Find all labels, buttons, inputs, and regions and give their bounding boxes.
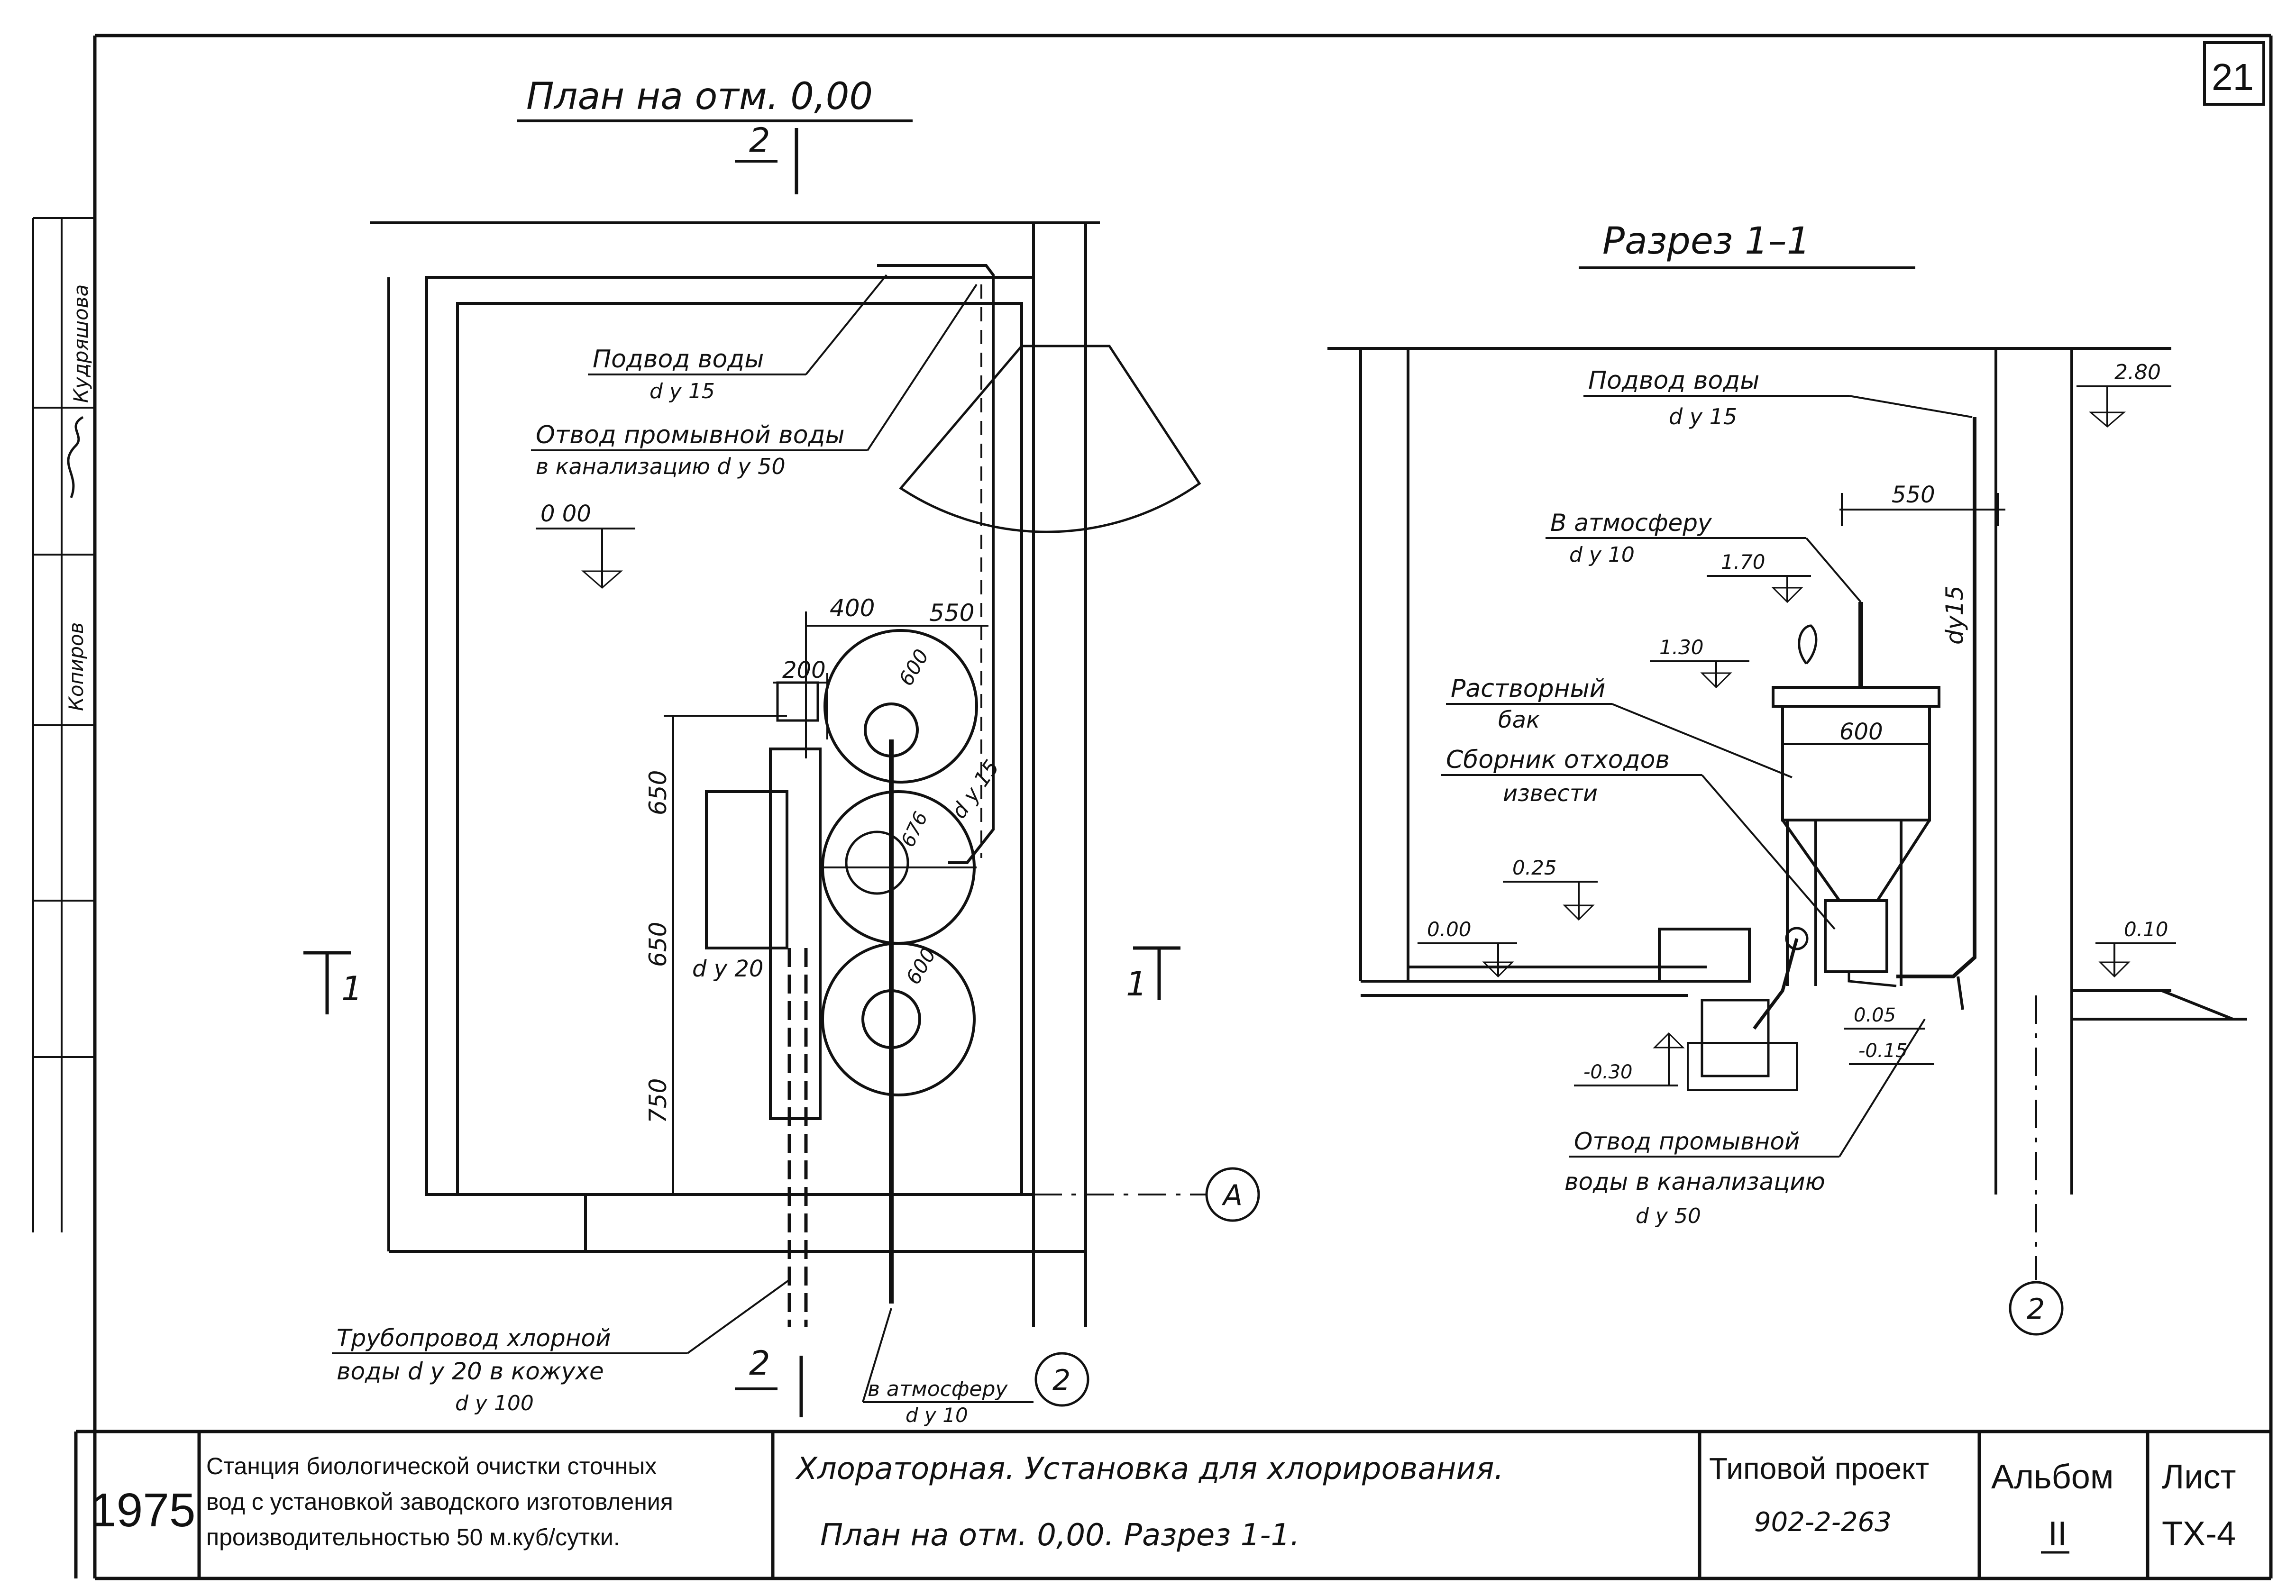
section-collector2: извести xyxy=(1503,780,1598,807)
plan-dim-600b: 600 xyxy=(901,944,941,988)
plan-drain-label2: в канализацию d y 50 xyxy=(536,454,786,479)
section-axis-2: 2 xyxy=(2027,1293,2045,1326)
plan-view: План на отм. 0,00 2 xyxy=(303,75,1260,1427)
tb-sheet-code: ТХ-4 xyxy=(2162,1515,2236,1553)
section-title: Разрез 1–1 xyxy=(1602,220,1810,263)
plan-dim-650a: 650 xyxy=(644,770,672,815)
tb-album-label: Альбом xyxy=(1991,1458,2113,1496)
plan-drain-label: Отвод промывной воды xyxy=(536,421,845,449)
plan-axis-a-bubble xyxy=(1205,1167,1260,1222)
section-tank-label2: бак xyxy=(1498,707,1540,733)
plan-section-right: 1 xyxy=(1126,965,1147,1003)
plan-axis-2: 2 xyxy=(1052,1364,1070,1397)
plan-section-left: 1 xyxy=(341,969,363,1008)
tb-drawing-line1: Хлораторная. Установка для хлорирования. xyxy=(795,1451,1504,1487)
plan-tank-top xyxy=(823,629,978,784)
tb-album-number: II xyxy=(2048,1515,2067,1553)
section-level-130: 1.30 xyxy=(1659,636,1704,659)
plan-dy20: d y 20 xyxy=(692,956,763,982)
section-level-025: 0.25 xyxy=(1512,856,1557,879)
section-drain2: воды в канализацию xyxy=(1564,1168,1825,1195)
tb-project-label: Типовой проект xyxy=(1709,1451,1929,1486)
plan-title: План на отм. 0,00 xyxy=(526,75,873,118)
plan-dim-676: 676 xyxy=(897,809,932,851)
plan-chlorine-pipe3: d y 100 xyxy=(455,1391,534,1415)
section-tank xyxy=(1772,686,1940,986)
section-level-170: 1.70 xyxy=(1721,550,1765,574)
section-level-000: 0.00 xyxy=(1427,918,1472,941)
section-dim-550: 550 xyxy=(1892,482,1935,508)
tb-drawing-line2: План на отм. 0,00. Разрез 1-1. xyxy=(820,1518,1300,1553)
section-drain: Отвод промывной xyxy=(1574,1128,1800,1155)
plan-dim-650b: 650 xyxy=(644,922,672,967)
plan-to-atmosphere: в атмосферу xyxy=(868,1377,1008,1401)
plan-dim-600a: 600 xyxy=(894,645,933,690)
left-strip-name1: Кудряшова xyxy=(69,284,92,403)
section-level-010: 0.10 xyxy=(2124,918,2168,941)
tb-project-number: 902-2-263 xyxy=(1754,1507,1892,1538)
plan-chlorine-pipe2: воды d y 20 в кожухе xyxy=(337,1358,604,1385)
plan-water-pipe xyxy=(877,264,995,864)
left-strip-name2: Копиров xyxy=(64,622,88,711)
section-level-m030: -0.30 xyxy=(1583,1061,1633,1083)
plan-hood xyxy=(899,345,1201,533)
section-water-supply: Подвод воды xyxy=(1588,366,1759,395)
tb-year: 1975 xyxy=(90,1484,195,1537)
plan-axis-a: А xyxy=(1221,1179,1243,1212)
plan-chlorine-pipe: Трубопровод хлорной xyxy=(337,1324,611,1352)
plan-level-000: 0 00 xyxy=(540,501,591,527)
plan-dim-550: 550 xyxy=(929,599,974,627)
tb-station-line1: Станция биологической очистки сточных xyxy=(206,1453,657,1479)
section-level-005: 0.05 xyxy=(1854,1004,1896,1026)
plan-water-supply: Подвод воды xyxy=(593,345,764,374)
left-strip xyxy=(32,217,95,1232)
section-water-pipe xyxy=(1896,417,1976,978)
plan-dim-400: 400 xyxy=(830,594,875,622)
plan-section-mark-bottom: 2 xyxy=(749,1344,770,1383)
title-block xyxy=(74,1430,2271,1578)
section-drain-dy: d y 50 xyxy=(1636,1204,1701,1228)
tb-sheet-label: Лист xyxy=(2162,1458,2236,1496)
plan-tank-bottom xyxy=(821,942,976,1096)
tb-station-line2: вод с установкой заводского изготовления xyxy=(206,1488,673,1515)
plan-axis-2-bubble xyxy=(1034,1352,1089,1407)
section-level-m015: -0.15 xyxy=(1858,1040,1908,1062)
section-level-280: 2.80 xyxy=(2114,360,2161,384)
section-axis-2-bubble xyxy=(2009,1281,2064,1336)
plan-dim-750: 750 xyxy=(644,1078,672,1123)
plan-dim-200: 200 xyxy=(782,657,826,684)
plan-dy15: d y 15 xyxy=(947,756,1004,823)
section-collector: Сборник отходов xyxy=(1446,746,1670,774)
sheet-number: 21 xyxy=(2212,56,2254,98)
sheet-number-box xyxy=(2203,41,2265,106)
section-dy15-vert: dy15 xyxy=(1941,585,1968,645)
section-dim-600: 600 xyxy=(1839,719,1883,745)
sheet-frame xyxy=(93,34,2273,1580)
plan-section-mark-top: 2 xyxy=(749,121,770,160)
section-view: Разрез 1–1 xyxy=(1327,220,2247,1336)
section-water-supply-dy: d y 15 xyxy=(1669,404,1737,429)
section-tank-label: Растворный xyxy=(1451,675,1605,703)
section-to-atmosphere-dy: d y 10 xyxy=(1569,543,1635,567)
signature xyxy=(67,416,84,498)
plan-water-supply-dy: d y 15 xyxy=(649,379,715,403)
tb-station-line3: производительностью 50 м.куб/сутки. xyxy=(206,1524,620,1550)
plan-to-atmosphere-dy: d y 10 xyxy=(906,1404,968,1427)
section-to-atmosphere: В атмосферу xyxy=(1550,509,1712,537)
